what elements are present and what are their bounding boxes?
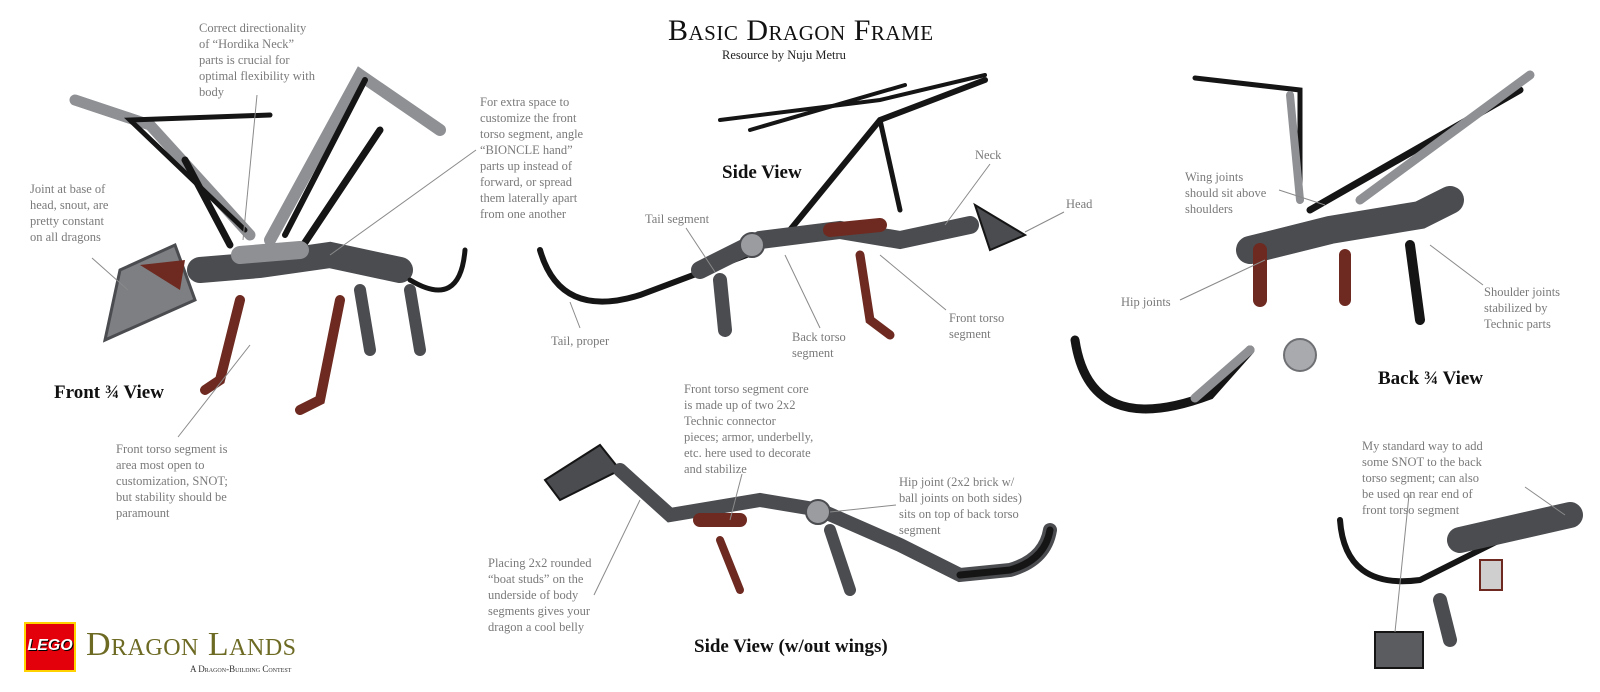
dragon-lands-tagline: A Dragon-Building Contest (190, 664, 292, 674)
note-tail-segment: Tail segment (645, 212, 710, 226)
page-subtitle: Resource by Nuju Metru (722, 48, 846, 62)
dragon-lands-logo: Dragon Lands (86, 626, 297, 663)
lego-logo: LEGO (24, 622, 76, 672)
note-hordika-neck: Correct directionality of “Hordika Neck”… (199, 21, 315, 99)
note-joint-base: Joint at base of head, snout, are pretty… (30, 182, 109, 244)
note-hip-joint: Hip joint (2x2 brick w/ ball joints on b… (899, 475, 1022, 537)
note-core: Front torso segment core is made up of t… (684, 382, 814, 476)
side-nowings-view-label: Side View (w/out wings) (694, 636, 888, 657)
note-extra-space: For extra space to customize the front t… (480, 95, 584, 221)
back-view-label: Back ¾ View (1378, 368, 1484, 389)
note-front-torso: Front torso segment (949, 311, 1005, 341)
front-view-dragon-model (69, 66, 468, 415)
snot-detail-dragon-model (1337, 502, 1583, 669)
side-view-dragon-model (537, 73, 1028, 340)
front-view-label: Front ¾ View (54, 382, 164, 403)
back-view-dragon-model (1070, 70, 1535, 414)
note-wing-joints: Wing joints should sit above shoulders (1185, 170, 1267, 216)
note-front-torso-open: Front torso segment is area most open to… (116, 442, 228, 520)
page-title: Basic Dragon Frame (668, 14, 934, 47)
note-tail-proper: Tail, proper (551, 334, 610, 348)
note-boat-studs: Placing 2x2 rounded “boat studs” on the … (488, 556, 592, 634)
note-shoulder-joints: Shoulder joints stabilized by Technic pa… (1484, 285, 1561, 331)
note-hip-joints: Hip joints (1121, 295, 1171, 309)
note-back-torso: Back torso segment (792, 330, 846, 360)
note-snot: My standard way to add some SNOT to the … (1362, 439, 1483, 517)
side-view-label: Side View (722, 162, 802, 183)
note-neck: Neck (975, 148, 1002, 162)
side-nowings-dragon-model (543, 443, 1057, 596)
callout-lines (91, 94, 1566, 633)
note-head: Head (1066, 197, 1093, 211)
